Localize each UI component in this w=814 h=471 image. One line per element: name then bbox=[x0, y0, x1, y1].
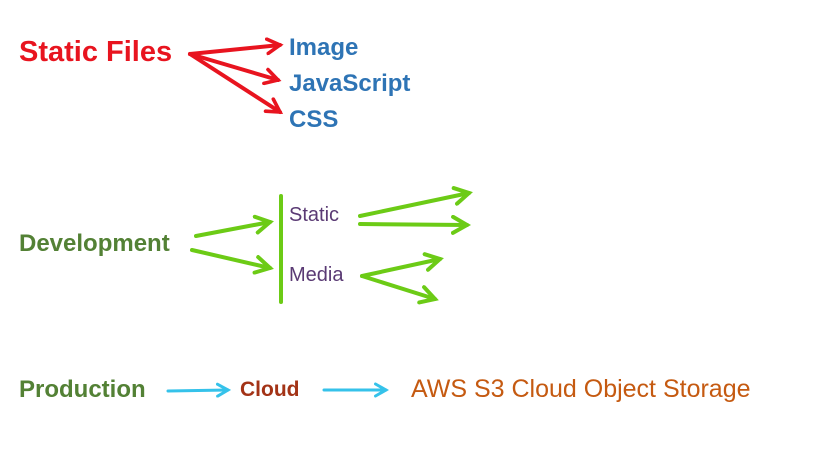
static-branch-label: Static bbox=[289, 204, 340, 226]
arrow-to-css bbox=[188, 52, 284, 114]
css-label: CSS bbox=[289, 106, 339, 133]
arrow-to-static bbox=[194, 214, 274, 238]
arrow-to-javascript bbox=[188, 52, 282, 86]
static-arrow-lower bbox=[358, 214, 472, 235]
arrow-to-cloud bbox=[166, 382, 232, 398]
aws-s3-label: AWS S3 Cloud Object Storage bbox=[411, 375, 751, 403]
production-title: Production bbox=[19, 376, 146, 403]
arrow-to-image bbox=[188, 37, 284, 56]
cloud-label: Cloud bbox=[240, 378, 300, 401]
arrow-to-media bbox=[190, 248, 274, 275]
media-branch-label: Media bbox=[289, 264, 344, 286]
javascript-label: JavaScript bbox=[289, 70, 411, 97]
image-label: Image bbox=[289, 34, 359, 61]
static-files-title: Static Files bbox=[19, 36, 173, 68]
development-title: Development bbox=[19, 230, 170, 257]
static-arrow-upper bbox=[358, 186, 473, 218]
media-arrow-lower bbox=[360, 274, 439, 305]
media-arrow-upper bbox=[360, 252, 444, 278]
